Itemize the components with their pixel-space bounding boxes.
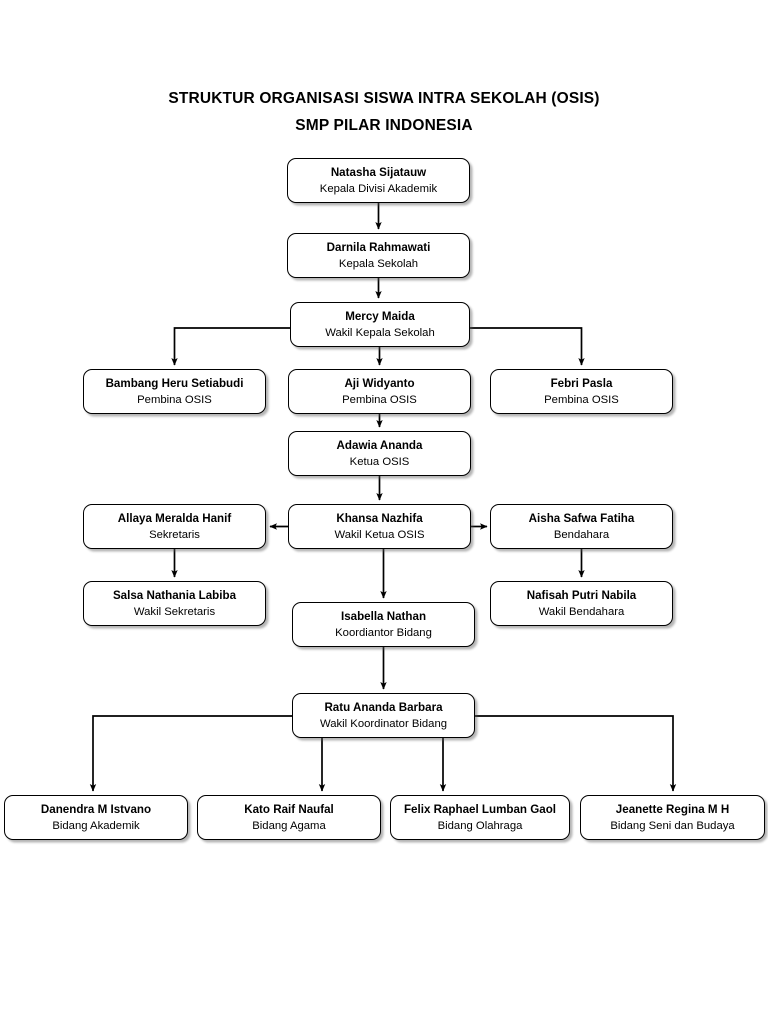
- node-role: Bendahara: [553, 528, 610, 541]
- node-ratu-ananda-barbara[interactable]: Ratu Ananda Barbara Wakil Koordinator Bi…: [292, 693, 475, 738]
- node-name: Khansa Nazhifa: [336, 511, 423, 525]
- node-natasha-sijatauw[interactable]: Natasha Sijatauw Kepala Divisi Akademik: [287, 158, 470, 203]
- node-name: Nafisah Putri Nabila: [526, 588, 637, 602]
- node-role: Wakil Sekretaris: [133, 605, 216, 618]
- node-role: Koordiantor Bidang: [335, 626, 432, 639]
- node-name: Isabella Nathan: [340, 609, 427, 623]
- node-role: Wakil Bendahara: [538, 605, 625, 618]
- node-name: Febri Pasla: [550, 376, 613, 390]
- node-role: Ketua OSIS: [349, 455, 410, 468]
- node-bambang-heru-setiabudi[interactable]: Bambang Heru Setiabudi Pembina OSIS: [83, 369, 266, 414]
- node-name: Adawia Ananda: [336, 438, 423, 452]
- node-febri-pasla[interactable]: Febri Pasla Pembina OSIS: [490, 369, 673, 414]
- node-adawia-ananda[interactable]: Adawia Ananda Ketua OSIS: [288, 431, 471, 476]
- node-role: Bidang Akademik: [52, 819, 140, 832]
- node-felix-raphael-lumban-gaol[interactable]: Felix Raphael Lumban Gaol Bidang Olahrag…: [390, 795, 570, 840]
- node-role: Bidang Seni dan Budaya: [610, 819, 735, 832]
- node-khansa-nazhifa[interactable]: Khansa Nazhifa Wakil Ketua OSIS: [288, 504, 471, 549]
- title-line-2: SMP PILAR INDONESIA: [295, 117, 473, 134]
- node-role: Kepala Sekolah: [338, 257, 419, 270]
- node-allaya-meralda-hanif[interactable]: Allaya Meralda Hanif Sekretaris: [83, 504, 266, 549]
- node-name: Felix Raphael Lumban Gaol: [403, 802, 557, 816]
- node-isabella-nathan[interactable]: Isabella Nathan Koordiantor Bidang: [292, 602, 475, 647]
- node-role: Wakil Ketua OSIS: [334, 528, 425, 541]
- node-name: Aji Widyanto: [344, 376, 415, 390]
- node-name: Aisha Safwa Fatiha: [528, 511, 635, 525]
- node-role: Wakil Kepala Sekolah: [325, 326, 435, 339]
- node-name: Allaya Meralda Hanif: [117, 511, 232, 525]
- node-danendra-m-istvano[interactable]: Danendra M Istvano Bidang Akademik: [4, 795, 188, 840]
- node-name: Danendra M Istvano: [40, 802, 152, 816]
- node-kato-raif-naufal[interactable]: Kato Raif Naufal Bidang Agama: [197, 795, 381, 840]
- node-name: Jeanette Regina M H: [615, 802, 730, 816]
- node-role: Bidang Olahraga: [437, 819, 523, 832]
- node-salsa-nathania-labiba[interactable]: Salsa Nathania Labiba Wakil Sekretaris: [83, 581, 266, 626]
- node-role: Pembina OSIS: [137, 393, 212, 406]
- node-role: Pembina OSIS: [544, 393, 619, 406]
- node-name: Ratu Ananda Barbara: [324, 700, 443, 714]
- node-aisha-safwa-fatiha[interactable]: Aisha Safwa Fatiha Bendahara: [490, 504, 673, 549]
- node-mercy-maida[interactable]: Mercy Maida Wakil Kepala Sekolah: [290, 302, 470, 347]
- node-name: Bambang Heru Setiabudi: [105, 376, 244, 390]
- node-aji-widyanto[interactable]: Aji Widyanto Pembina OSIS: [288, 369, 471, 414]
- node-nafisah-putri-nabila[interactable]: Nafisah Putri Nabila Wakil Bendahara: [490, 581, 673, 626]
- node-name: Darnila Rahmawati: [326, 240, 431, 254]
- node-name: Mercy Maida: [345, 309, 415, 323]
- node-role: Bidang Agama: [252, 819, 326, 832]
- node-jeanette-regina-m-h[interactable]: Jeanette Regina M H Bidang Seni dan Buda…: [580, 795, 765, 840]
- node-name: Salsa Nathania Labiba: [112, 588, 237, 602]
- node-name: Natasha Sijatauw: [330, 165, 427, 179]
- node-role: Kepala Divisi Akademik: [319, 182, 438, 195]
- node-role: Pembina OSIS: [342, 393, 417, 406]
- node-role: Wakil Koordinator Bidang: [319, 717, 448, 730]
- node-darnila-rahmawati[interactable]: Darnila Rahmawati Kepala Sekolah: [287, 233, 470, 278]
- node-role: Sekretaris: [149, 528, 200, 541]
- node-name: Kato Raif Naufal: [244, 802, 334, 816]
- chart-title: STRUKTUR ORGANISASI SISWA INTRA SEKOLAH …: [0, 85, 768, 139]
- title-line-1: STRUKTUR ORGANISASI SISWA INTRA SEKOLAH …: [168, 90, 600, 107]
